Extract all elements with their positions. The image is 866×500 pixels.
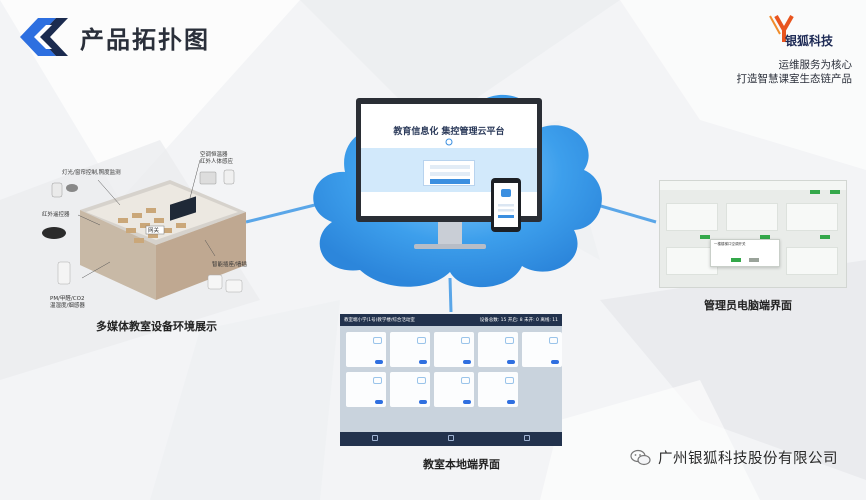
admin-pc-interface: 一楼楼梯口空调开关 <box>659 180 847 288</box>
login-button[interactable] <box>430 179 470 184</box>
device-toggle[interactable] <box>375 400 383 404</box>
classroom-caption: 多媒体教室设备环境展示 <box>96 320 217 333</box>
brand-logo-icon <box>769 15 794 42</box>
device-card[interactable] <box>346 372 386 407</box>
light-icon <box>417 377 426 384</box>
device-card[interactable] <box>434 372 474 407</box>
admin-card-button[interactable] <box>760 235 770 239</box>
slogan: 运维服务为核心 打造智慧课室生态链产品 <box>737 58 853 86</box>
light-icon <box>373 377 382 384</box>
device-card[interactable] <box>478 332 518 367</box>
device-toggle[interactable] <box>551 360 559 364</box>
aircon-icon <box>417 337 426 344</box>
platform-logo-icon <box>445 138 453 146</box>
device-toggle[interactable] <box>419 360 427 364</box>
callout-ir: 红外遥控器 <box>42 212 70 218</box>
device-icon <box>549 337 558 344</box>
callout-plug: 智能插座/墙插 <box>212 262 247 268</box>
header-logo-icon <box>20 18 68 56</box>
local-footer-nav <box>340 432 562 446</box>
username-input[interactable] <box>430 165 470 169</box>
admin-dialog-cancel-button[interactable] <box>749 258 759 262</box>
admin-dialog-title: 一楼楼梯口空调开关 <box>714 242 746 246</box>
cloud-platform-title: 教育信息化 集控管理云平台 <box>393 127 505 137</box>
callout-pm2: 温湿度/烟感器 <box>50 303 85 309</box>
device-toggle[interactable] <box>507 400 515 404</box>
device-icon <box>505 337 514 344</box>
light-icon <box>505 377 514 384</box>
admin-action-button-2[interactable] <box>830 190 840 194</box>
admin-device-card[interactable] <box>786 203 838 231</box>
light-icon <box>461 377 470 384</box>
password-input[interactable] <box>430 172 470 176</box>
device-icon <box>461 337 470 344</box>
device-card[interactable] <box>390 332 430 367</box>
callout-sensor-a: 空调恒温器 <box>200 152 228 158</box>
device-card[interactable] <box>390 372 430 407</box>
user-icon[interactable] <box>524 435 530 441</box>
device-toggle[interactable] <box>463 400 471 404</box>
callout-sensor-b: 红外人体感应 <box>200 159 234 165</box>
home-icon[interactable] <box>372 435 378 441</box>
local-header: 教室端小学(1号)教学楼/综合活动室 设备总数: 15 开启: 8 未开: 0 … <box>340 314 562 326</box>
device-card[interactable] <box>478 372 518 407</box>
callout-pm: PM/甲醛/CO2 <box>50 296 85 302</box>
device-card[interactable] <box>434 332 474 367</box>
page-title: 产品拓扑图 <box>80 26 210 54</box>
callout-light: 灯光/窗帘控制,照度监测 <box>62 170 121 176</box>
device-toggle[interactable] <box>375 360 383 364</box>
local-caption: 教室本地端界面 <box>423 458 500 471</box>
admin-device-card[interactable] <box>666 247 718 275</box>
wechat-icon <box>630 449 651 465</box>
login-form[interactable] <box>423 160 475 186</box>
admin-action-button-1[interactable] <box>810 190 820 194</box>
local-header-stats: 设备总数: 15 开启: 8 未开: 0 离线: 11 <box>479 318 558 323</box>
callout-screen: 网关 <box>148 228 160 234</box>
watermark-text: 广州银狐科技股份有限公司 <box>658 451 838 467</box>
admin-topbar <box>660 181 846 190</box>
slogan-line-2: 打造智慧课室生态链产品 <box>736 73 853 85</box>
admin-device-card[interactable] <box>786 247 838 275</box>
admin-caption: 管理员电脑端界面 <box>704 299 792 312</box>
admin-dialog: 一楼楼梯口空调开关 <box>710 239 780 267</box>
admin-card-button[interactable] <box>820 235 830 239</box>
local-classroom-interface: 教室端小学(1号)教学楼/综合活动室 设备总数: 15 开启: 8 未开: 0 … <box>340 314 562 446</box>
admin-dialog-confirm-button[interactable] <box>731 258 741 262</box>
grid-icon[interactable] <box>448 435 454 441</box>
device-toggle[interactable] <box>419 400 427 404</box>
device-toggle[interactable] <box>463 360 471 364</box>
watermark: 广州银狐科技股份有限公司 <box>630 447 838 468</box>
brand-name: 银狐科技 <box>784 34 833 48</box>
admin-device-card[interactable] <box>666 203 718 231</box>
slogan-line-1: 运维服务为核心 <box>778 59 853 71</box>
device-card[interactable] <box>346 332 386 367</box>
device-card[interactable] <box>522 332 562 367</box>
device-toggle[interactable] <box>507 360 515 364</box>
local-header-location: 教室端小学(1号)教学楼/综合活动室 <box>344 318 415 323</box>
admin-card-button[interactable] <box>700 235 710 239</box>
admin-device-card[interactable] <box>726 203 778 231</box>
aircon-icon <box>373 337 382 344</box>
